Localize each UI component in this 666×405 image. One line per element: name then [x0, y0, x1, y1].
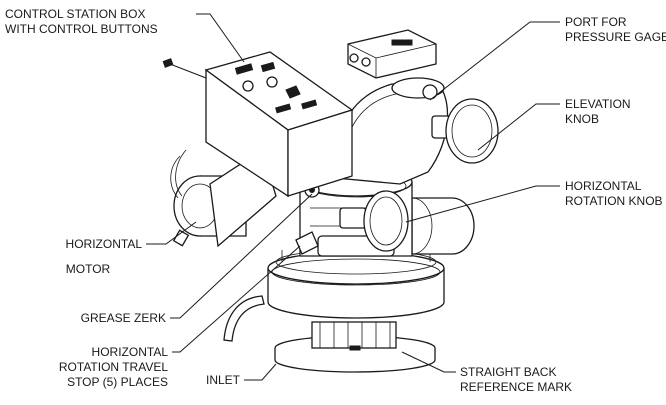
gage-port-box	[347, 29, 438, 100]
label-inlet: INLET	[206, 373, 241, 387]
labels: CONTROL STATION BOX WITH CONTROL BUTTONS…	[5, 7, 666, 394]
label-gage-port-line1: PORT FOR	[565, 15, 627, 29]
leader-lines	[146, 13, 560, 381]
label-control-station-line1: CONTROL STATION BOX	[5, 7, 145, 21]
label-grease-zerk: GREASE ZERK	[81, 311, 166, 325]
label-travel-stop-line2: ROTATION TRAVEL	[59, 360, 168, 374]
leader-rotation-knob	[405, 185, 560, 223]
label-travel-stop-line3: STOP (5) PLACES	[67, 375, 168, 389]
label-rotation-knob-line2: ROTATION KNOB	[565, 194, 663, 208]
label-gage-port-line2: PRESSURE GAGE	[565, 30, 666, 44]
leader-control-station	[196, 13, 245, 63]
elevation-knob-shape	[431, 98, 499, 164]
monitor-drawing	[162, 29, 499, 373]
leader-elevation-knob	[477, 103, 560, 151]
label-horizontal-motor-line2: MOTOR	[66, 262, 111, 276]
leader-straight-back	[401, 351, 456, 373]
label-elevation-knob-line2: KNOB	[565, 112, 599, 126]
rotation-knob-shape	[339, 190, 409, 252]
label-elevation-knob-line1: ELEVATION	[565, 97, 631, 111]
leader-inlet	[244, 363, 277, 381]
leader-travel-stop	[172, 245, 301, 353]
leader-horizontal-motor	[146, 221, 197, 245]
label-control-station-line2: WITH CONTROL BUTTONS	[5, 22, 158, 36]
control-station-box-shape	[162, 51, 354, 198]
right-cylinder	[391, 197, 475, 255]
label-straight-back-line2: REFERENCE MARK	[460, 380, 572, 394]
label-horizontal-motor-line1: HORIZONTAL	[66, 237, 143, 251]
main-housing	[267, 249, 445, 319]
label-travel-stop-line1: HORIZONTAL	[92, 345, 169, 359]
label-rotation-knob-line1: HORIZONTAL	[565, 179, 642, 193]
inlet-flange	[274, 321, 436, 373]
hose	[223, 295, 265, 342]
leader-gage-port	[429, 21, 560, 101]
leader-grease-zerk	[170, 193, 313, 319]
label-straight-back-line1: STRAIGHT BACK	[460, 365, 556, 379]
reference-mark-notch	[349, 345, 361, 351]
travel-stop-shape	[295, 231, 319, 255]
